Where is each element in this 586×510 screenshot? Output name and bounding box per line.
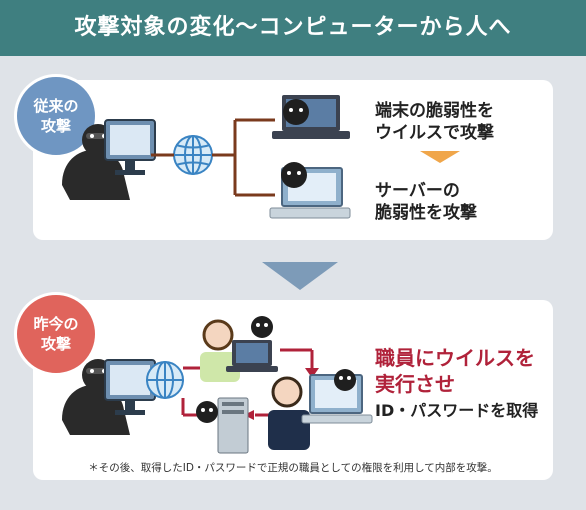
internet-globe-icon	[146, 361, 184, 399]
present-badge-line1: 昨今の	[33, 315, 79, 333]
laptop-icon	[272, 95, 350, 139]
virus-icon	[251, 316, 273, 338]
footnote: ＊その後、取得したID・パスワードで正規の職員としての権限を利用して内部を攻撃。	[88, 462, 498, 474]
present-headline: 職員にウイルスを 実行させ	[375, 345, 535, 397]
monitor-icon	[104, 119, 156, 175]
past-description-server: サーバーの 脆弱性を攻撃	[375, 180, 477, 224]
past-description: 端末の脆弱性を ウイルスで攻撃	[375, 100, 494, 144]
transition-arrow-icon	[262, 262, 338, 290]
laptop-icon	[226, 340, 278, 372]
connector-lines-past	[151, 118, 275, 197]
past-text-line4: 脆弱性を攻撃	[375, 203, 477, 223]
page-title: 攻撃対象の変化〜コンピューターから人へ	[74, 15, 512, 40]
downward-arrow-icon	[420, 151, 460, 163]
past-badge-line2: 攻撃	[40, 117, 71, 135]
past-badge-line1: 従来の	[33, 97, 79, 115]
past-text-line2: ウイルスで攻撃	[375, 123, 494, 143]
header-bar	[0, 0, 586, 56]
present-headline-line1: 職員にウイルスを	[375, 346, 535, 370]
past-text-line3: サーバーの	[375, 181, 460, 201]
virus-icon	[283, 99, 309, 125]
virus-icon	[281, 162, 307, 188]
staff-woman-icon	[200, 319, 240, 382]
internet-globe-icon	[173, 135, 213, 175]
present-badge-line2: 攻撃	[40, 335, 71, 353]
present-attack-badge: 昨今の 攻撃	[14, 292, 98, 376]
staff-man-icon	[268, 376, 310, 450]
server-tower-icon	[217, 397, 249, 454]
present-headline-line2: 実行させ	[375, 372, 455, 396]
virus-icon	[196, 401, 218, 423]
monitor-icon	[104, 359, 156, 415]
present-subline: ID・パスワードを取得	[375, 401, 539, 420]
past-text-line1: 端末の脆弱性を	[375, 101, 494, 121]
virus-icon	[334, 369, 356, 391]
